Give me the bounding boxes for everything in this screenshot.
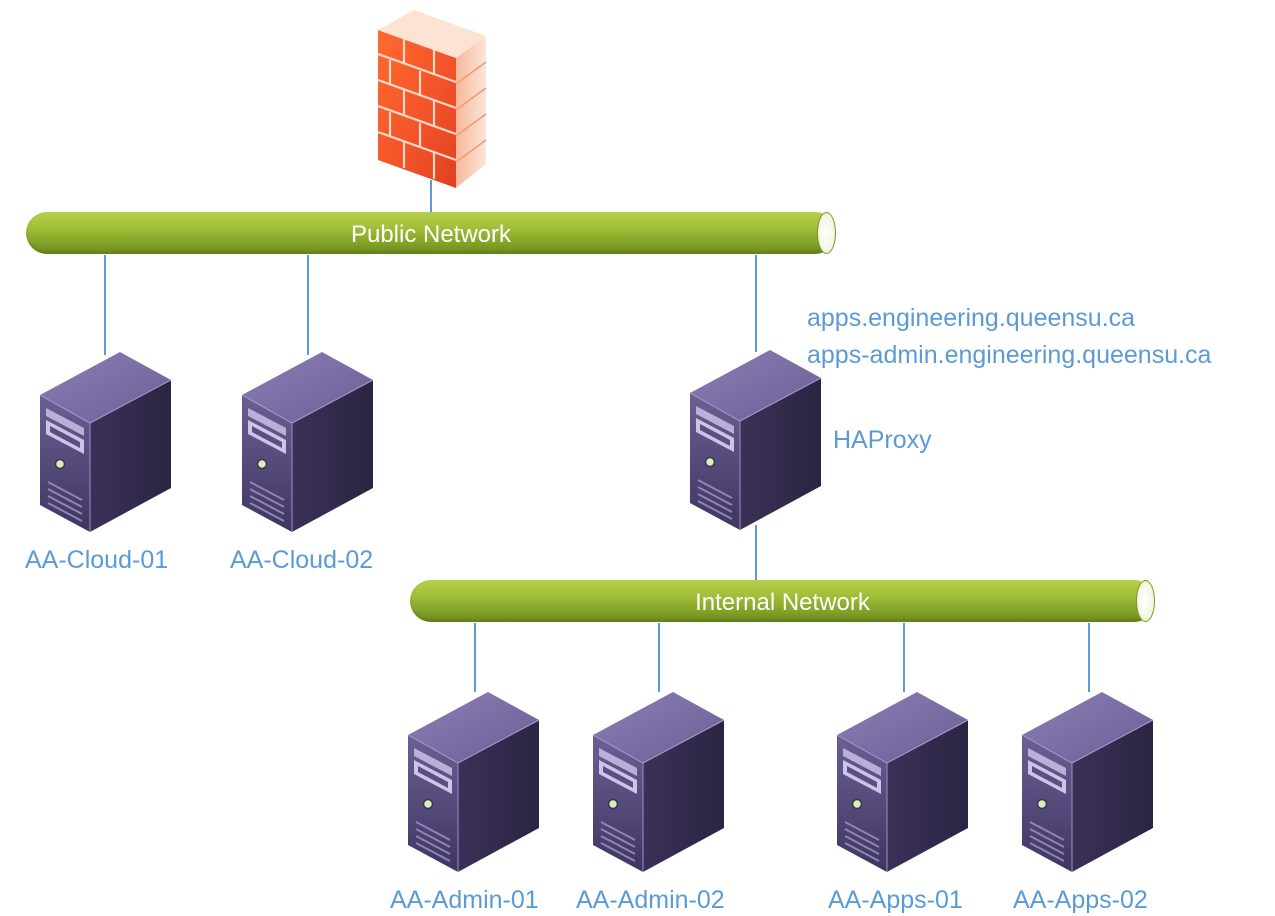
server-apps-02-icon — [1020, 690, 1155, 875]
apps-02-label: AA-Apps-02 — [1013, 886, 1148, 914]
public-network-label: Public Network — [350, 221, 512, 248]
cloud-02-label: AA-Cloud-02 — [230, 546, 374, 574]
server-haproxy-icon — [688, 348, 823, 533]
server-admin-02-icon — [591, 690, 726, 875]
server-admin-01-icon — [406, 690, 541, 875]
server-cloud-02-icon — [240, 350, 375, 535]
hostname-apps: apps.engineering.queensu.ca — [807, 304, 1136, 332]
internal-network-label: Internal Network — [695, 589, 870, 616]
haproxy-label: HAProxy — [833, 426, 932, 454]
admin-01-label: AA-Admin-01 — [390, 886, 539, 914]
internal-network-bus-cap — [1136, 580, 1155, 622]
cloud-01-label: AA-Cloud-01 — [25, 546, 169, 574]
apps-01-label: AA-Apps-01 — [828, 886, 963, 914]
public-network-bus-cap — [817, 212, 836, 254]
server-cloud-01-icon — [38, 350, 173, 535]
internal-network-bus: Internal Network — [410, 580, 1155, 622]
firewall-icon — [377, 10, 487, 188]
hostname-apps-admin: apps-admin.engineering.queensu.ca — [807, 341, 1212, 369]
server-apps-01-icon — [835, 690, 970, 875]
public-network-bus: Public Network — [26, 212, 836, 254]
admin-02-label: AA-Admin-02 — [576, 886, 725, 914]
